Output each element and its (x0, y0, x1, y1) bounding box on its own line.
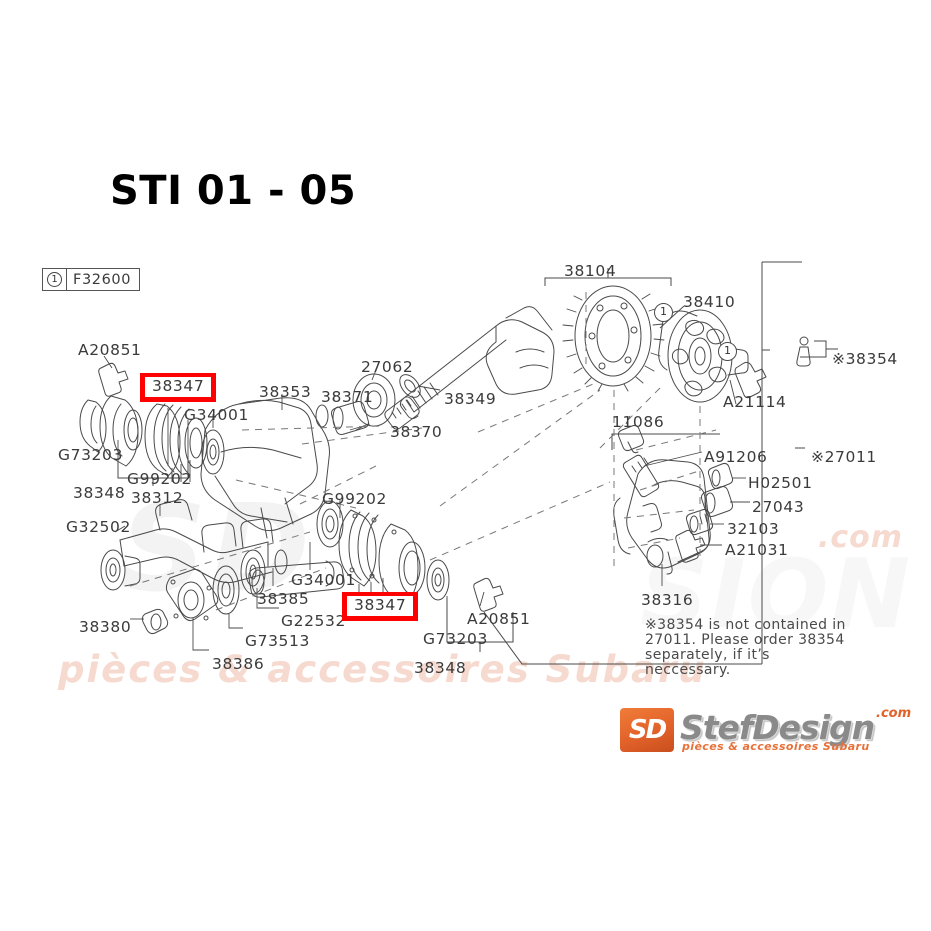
page-title: STI 01 - 05 (110, 168, 357, 214)
part-label-38354: ※38354 (832, 350, 898, 368)
highlighted-part-38347-upper: 38347 (140, 373, 217, 402)
part-label-g34001: G34001 (184, 406, 249, 424)
part-label-38410: 38410 (683, 293, 736, 311)
part-label-g73513: G73513 (245, 632, 310, 650)
part-label-27062: 27062 (361, 358, 414, 376)
part-label-11086: 11086 (612, 413, 665, 431)
highlighted-part-code: 38347 (145, 377, 212, 397)
part-label-38353: 38353 (259, 383, 312, 401)
part-label-g73203: G73203 (58, 446, 123, 464)
highlighted-part-code: 38347 (347, 596, 414, 616)
part-label-38316: 38316 (641, 591, 694, 609)
legend-code: F32600 (73, 271, 132, 288)
part-label-38385: 38385 (257, 590, 310, 608)
part-label-a20851: A20851 (78, 341, 142, 359)
part-label-g99202: G99202 (127, 470, 192, 488)
brand-logo: SD StefDesign .com pièces & accessoires … (620, 706, 920, 758)
footnote-text: ※38354 is not contained in 27011. Please… (645, 617, 846, 678)
part-label-38104: 38104 (564, 262, 617, 280)
part-label-38386: 38386 (212, 655, 265, 673)
part-label-a91206: A91206 (704, 448, 768, 466)
legend-marker-cell: 1 (43, 269, 67, 290)
part-label-g22532: G22532 (281, 612, 346, 630)
part-label-38348-2: 38348 (414, 659, 467, 677)
part-label-38371: 38371 (321, 388, 374, 406)
logo-dotcom: .com (876, 706, 912, 721)
part-label-38348: 38348 (73, 484, 126, 502)
part-label-h02501: H02501 (748, 474, 813, 492)
part-label-a21031: A21031 (725, 541, 789, 559)
legend-key-box: 1 F32600 (42, 268, 141, 291)
part-label-a20851-2: A20851 (467, 610, 531, 628)
part-label-g99202-2: G99202 (322, 490, 387, 508)
part-label-g73203-2: G73203 (423, 630, 488, 648)
part-label-27043: 27043 (752, 498, 805, 516)
logo-badge-icon: SD (620, 708, 674, 752)
part-label-32103: 32103 (727, 520, 780, 538)
part-label-38349: 38349 (444, 390, 497, 408)
part-label-27011: ※27011 (811, 448, 877, 466)
callout-marker: 1 (654, 303, 673, 322)
part-label-38380: 38380 (79, 618, 132, 636)
logo-name: StefDesign (680, 708, 875, 747)
part-label-a21114: A21114 (723, 393, 787, 411)
part-label-38312: 38312 (131, 489, 184, 507)
part-label-38370: 38370 (390, 423, 443, 441)
circled-number-icon: 1 (47, 272, 62, 287)
callout-marker: 1 (718, 342, 737, 361)
part-label-g32502: G32502 (66, 518, 131, 536)
highlighted-part-38347-lower: 38347 (342, 592, 419, 621)
logo-tagline: pièces & accessoires Subaru (682, 740, 870, 753)
part-label-g34001-2: G34001 (291, 571, 356, 589)
logo-badge-text: SD (628, 715, 667, 745)
